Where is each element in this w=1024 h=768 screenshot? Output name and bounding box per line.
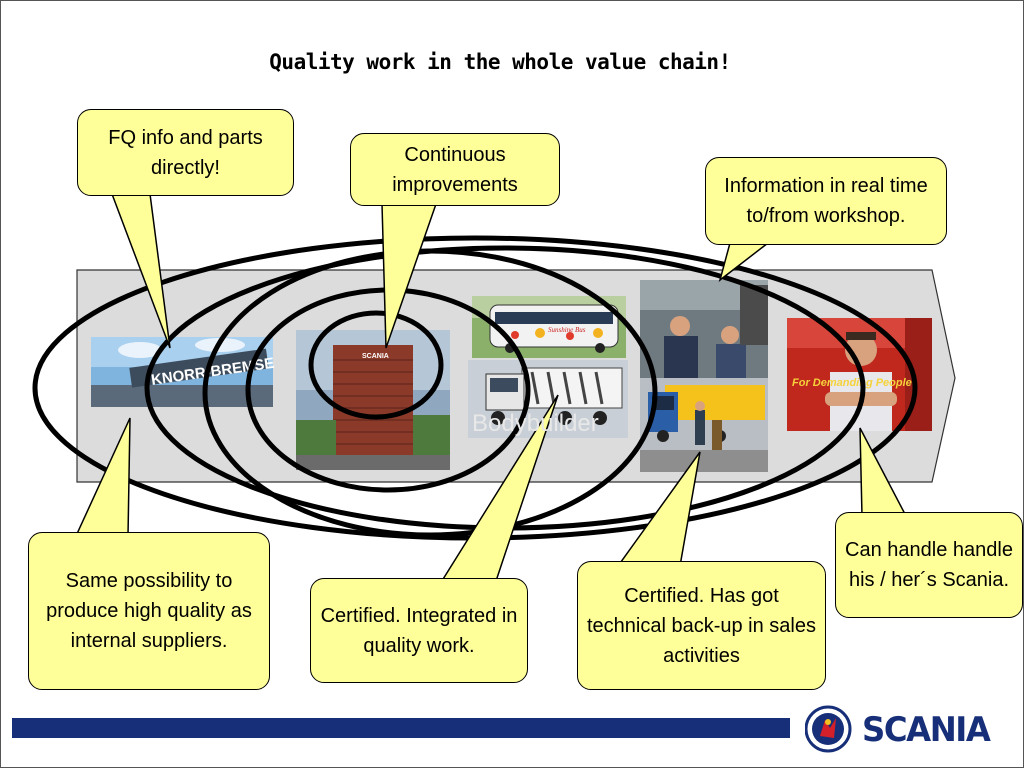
scania-hq-sign: SCANIA	[362, 353, 389, 360]
supplier-photo: KNORR-BREMSE	[91, 337, 275, 407]
workshop-photo	[640, 280, 768, 472]
tipper-truck-photo	[468, 360, 628, 438]
callout-pointers	[74, 193, 908, 585]
callout-certified-backup: Certified. Has got technical back-up in …	[577, 561, 826, 690]
slide-title: Quality work in the whole value chain!	[269, 50, 731, 74]
callout-same-possibility: Same possibility to produce high quality…	[28, 532, 270, 690]
ring-innermost	[308, 310, 444, 420]
footer-bar	[12, 718, 790, 738]
callout-can-handle: Can handle handle his / her´s Scania.	[835, 512, 1023, 618]
scania-logo-text: SCANIA	[862, 710, 991, 750]
callout-continuous-improvements: Continuous improvements	[350, 133, 560, 206]
bus-text: Sunshine Bus	[548, 326, 586, 334]
callout-certified-integrated: Certified. Integrated in quality work.	[310, 578, 528, 683]
scania-logo	[805, 705, 852, 753]
bodybuilder-label: Bodybuilder	[472, 410, 599, 437]
callout-fq-info: FQ info and parts directly!	[77, 109, 294, 196]
callout-information-realtime: Information in real time to/from worksho…	[705, 157, 947, 245]
driver-slogan: For Demanding People	[792, 377, 912, 389]
